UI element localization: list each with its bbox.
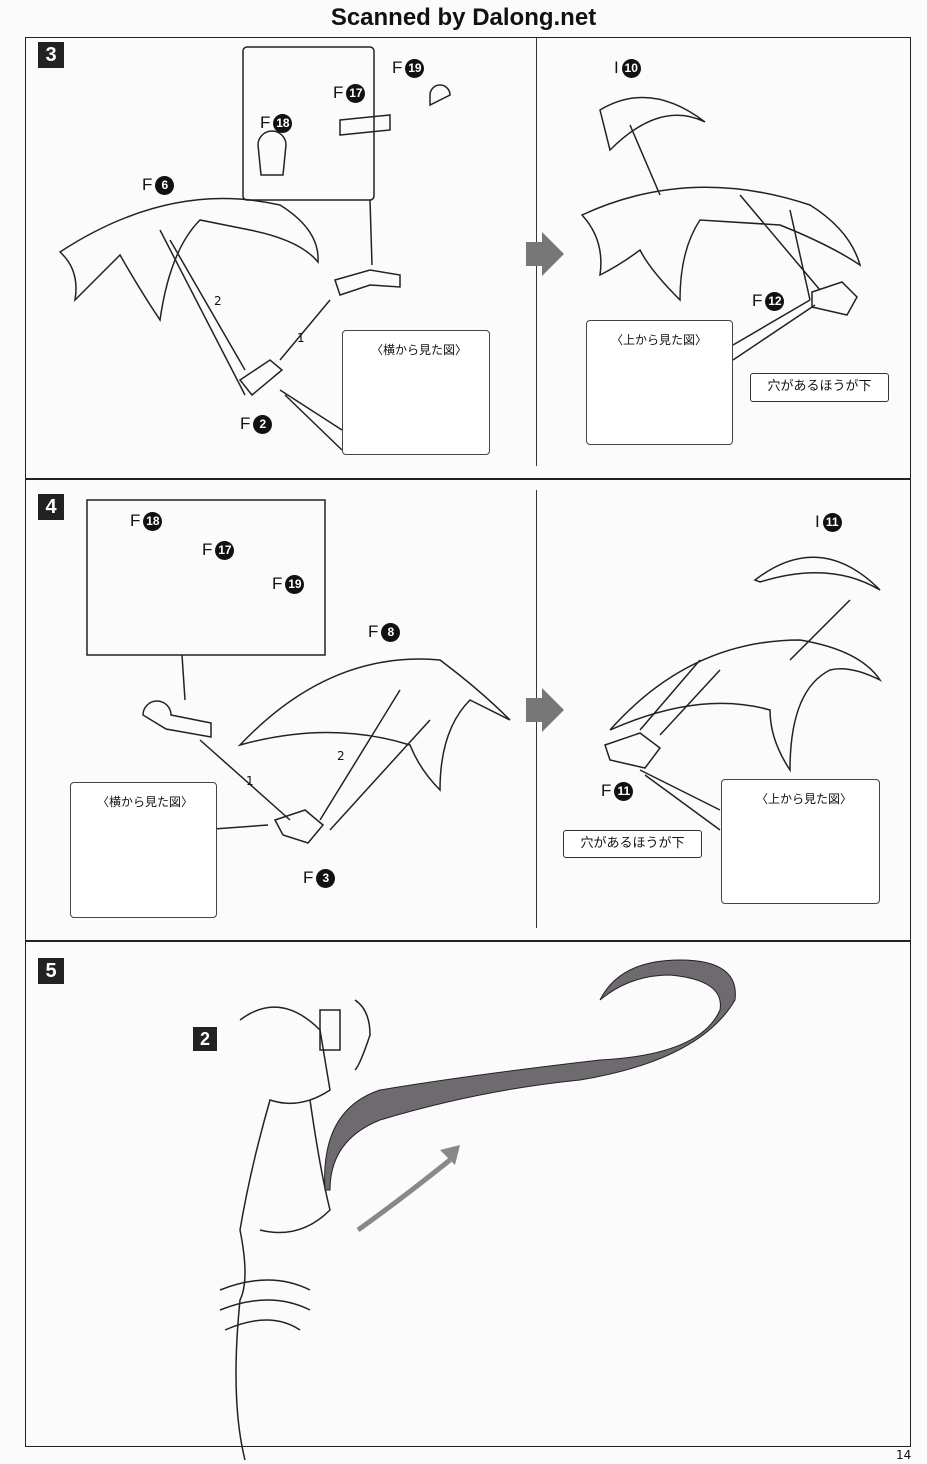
part-number: 11	[614, 781, 634, 801]
side-view-label: 〈横から見た図〉	[97, 795, 194, 809]
part-number: 11	[822, 512, 842, 532]
side-view-label: 〈横から見た図〉	[371, 343, 468, 357]
part-letter: F	[202, 540, 213, 559]
part-number: 12	[765, 291, 785, 311]
next-arrow-icon	[526, 688, 564, 732]
part-letter: F	[601, 781, 612, 800]
divider	[25, 940, 911, 942]
hole-note: 穴があるほうが下	[750, 373, 889, 402]
part-letter: I	[815, 512, 820, 531]
part-number: 19	[285, 574, 305, 594]
step-number: 5	[38, 958, 64, 984]
curved-arrow-icon	[356, 1158, 452, 1233]
part-letter: F	[272, 574, 283, 593]
part-letter: F	[142, 175, 153, 194]
top-view-label: 〈上から見た図〉	[611, 333, 708, 347]
part-number: 8	[381, 622, 401, 642]
part-letter: I	[614, 58, 619, 77]
part-letter: F	[368, 622, 379, 641]
hole-note: 穴があるほうが下	[563, 830, 702, 858]
part-number: 10	[621, 58, 641, 78]
sequence-2: 2	[337, 749, 345, 763]
part-number: 18	[143, 511, 163, 531]
part-letter: F	[333, 83, 344, 102]
part-number: 19	[405, 58, 425, 78]
wing-f6	[58, 197, 319, 323]
next-arrow-icon	[526, 232, 564, 276]
part-letter: F	[260, 113, 271, 132]
sequence-2: 2	[214, 294, 222, 308]
part-number: 2	[253, 414, 273, 434]
page-number: 14	[896, 1448, 912, 1462]
top-view-box: 〈上から見た図〉	[721, 779, 880, 904]
part-letter: F	[752, 291, 763, 310]
part-letter: F	[240, 414, 251, 433]
page-frame	[25, 37, 911, 1447]
part-number: 18	[273, 113, 293, 133]
top-view-label: 〈上から見た図〉	[756, 792, 853, 806]
tail-part	[324, 959, 736, 1191]
part-number: 17	[346, 83, 366, 103]
step-number: 3	[38, 42, 64, 68]
step-number: 4	[38, 494, 64, 520]
part-number: 17	[215, 540, 235, 560]
reference-badge: 2	[193, 1027, 217, 1051]
part-letter: F	[392, 58, 403, 77]
part-letter: F	[130, 511, 141, 530]
part-number: 3	[316, 868, 336, 888]
watermark: Scanned by Dalong.net	[330, 4, 597, 31]
part-number: 6	[155, 175, 175, 195]
divider	[25, 478, 911, 480]
part-letter: F	[303, 868, 314, 887]
side-view-box: 〈横から見た図〉	[342, 330, 490, 455]
side-view-box: 〈横から見た図〉	[70, 782, 217, 918]
sequence-1: 1	[297, 331, 305, 345]
top-view-box: 〈上から見た図〉	[586, 320, 733, 445]
sequence-1: 1	[246, 774, 254, 788]
